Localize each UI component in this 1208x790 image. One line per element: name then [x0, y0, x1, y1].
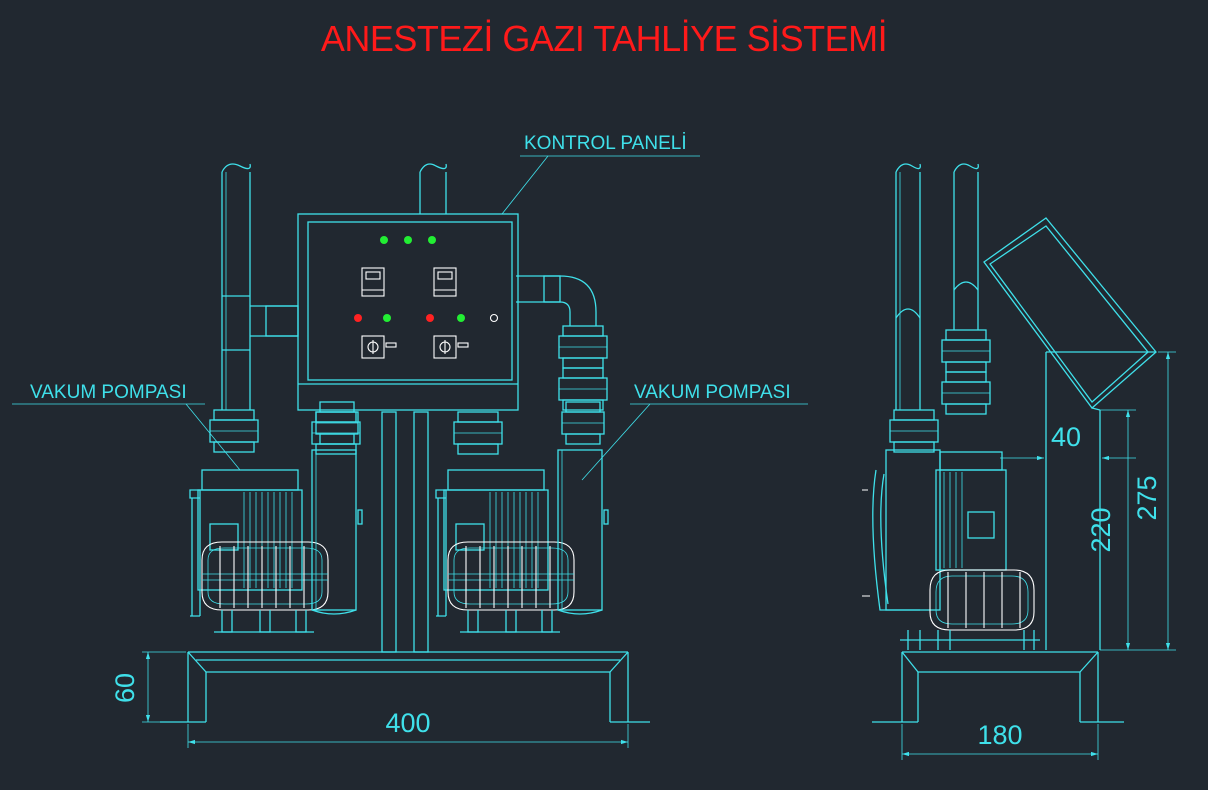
front-view: [142, 163, 650, 748]
indicator-light-1: [380, 236, 388, 244]
indicator-light-2: [404, 236, 412, 244]
side-base-frame: [872, 651, 1124, 723]
meter-right: [433, 267, 457, 297]
drawing-title: ANESTEZİ GAZI TAHLİYE SİSTEMİ: [320, 18, 888, 59]
side-control-panel: [983, 217, 1157, 650]
indicator-green-4: [383, 314, 391, 322]
dim-front-base-height: 60: [110, 673, 140, 703]
dim-front-width: 400: [385, 708, 430, 738]
control-panel: [297, 213, 519, 411]
side-view: [862, 163, 1176, 760]
dim-side-height-total: 275: [1132, 475, 1162, 520]
meter-left: [361, 267, 385, 297]
indicator-red-1: [354, 314, 362, 322]
vacuum-pump-right: [435, 401, 609, 633]
label-control-panel: KONTROL PANELİ: [524, 133, 687, 154]
label-vacuum-pump-left: VAKUM POMPASI: [30, 382, 187, 403]
right-elbow-pipe: [516, 275, 608, 411]
support-post-left: [381, 411, 397, 653]
dim-side-width: 180: [977, 720, 1022, 750]
dim-side-height-lower: 220: [1086, 507, 1116, 552]
indicator-small: [489, 313, 499, 323]
indicator-green-5: [457, 314, 465, 322]
selector-switch-right: [433, 335, 469, 359]
front-base-frame: [160, 651, 650, 723]
center-riser-pipe: [419, 163, 447, 214]
left-riser-pipe: [221, 163, 299, 410]
label-vacuum-pump-right: VAKUM POMPASI: [634, 382, 791, 403]
dim-side-offset: 40: [1051, 422, 1081, 452]
side-riser-pipe-2: [953, 163, 979, 330]
side-riser-pipe-1: [895, 163, 921, 410]
support-post-right: [413, 411, 429, 653]
side-pump: [862, 449, 1040, 650]
indicator-light-3: [428, 236, 436, 244]
indicator-red-2: [426, 314, 434, 322]
vacuum-pump-left: [189, 401, 363, 633]
leader-lines: [12, 155, 808, 481]
selector-switch-left: [361, 335, 397, 359]
